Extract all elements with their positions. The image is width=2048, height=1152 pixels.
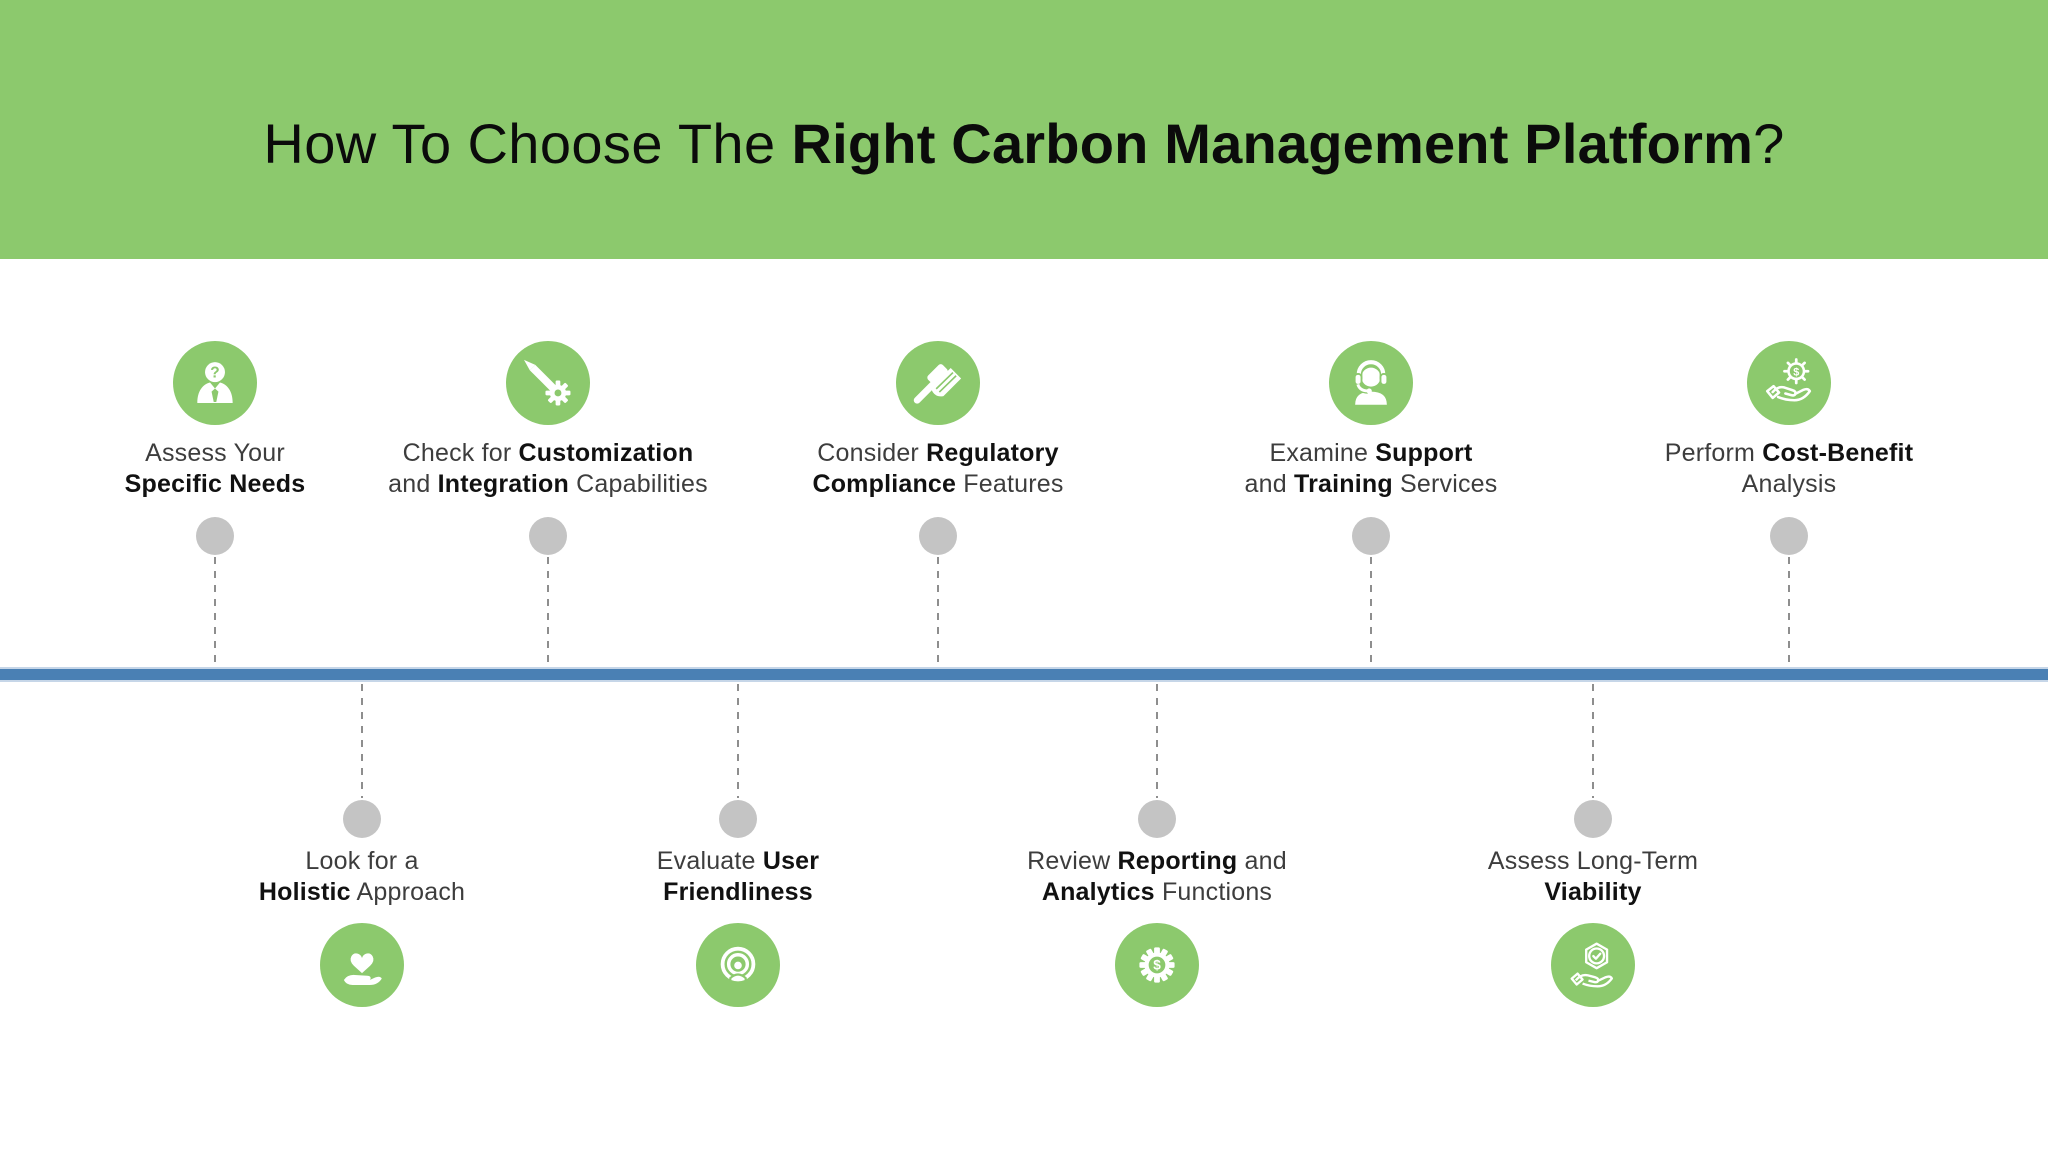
connector-dash (1788, 557, 1790, 667)
support-headset-icon (1329, 341, 1413, 425)
item-label: Consider Regulatory Compliance Features (812, 438, 1063, 500)
label-line-1: Examine Support (1269, 439, 1473, 467)
timeline-line (0, 667, 2048, 682)
connector-dash (1592, 684, 1594, 798)
title-suffix: ? (1753, 112, 1785, 175)
user-target-icon (696, 923, 780, 1007)
label-line-2: Analytics Functions (1041, 878, 1273, 906)
timeline-item-long-term-viability: Assess Long-Term Viability (1403, 846, 1783, 1007)
label-line-1: Consider Regulatory (817, 439, 1059, 467)
connector-dash (547, 557, 549, 667)
timeline-item-support-training: Examine Support and Training Services (1181, 341, 1561, 500)
timeline-item-reporting-analytics: Review Reporting and Analytics Functions (967, 846, 1347, 1007)
connector-dash (737, 684, 739, 798)
connector-dash (1370, 557, 1372, 667)
item-label: Review Reporting and Analytics Functions (1027, 846, 1287, 908)
timeline-item-assess-needs: ? Assess Your Specific Needs (25, 341, 405, 500)
timeline-dot (343, 800, 381, 838)
timeline-dot (1770, 517, 1808, 555)
timeline-item-regulatory-compliance: Consider Regulatory Compliance Features (748, 341, 1128, 500)
gavel-document-icon (896, 341, 980, 425)
label-line-2: Specific Needs (124, 470, 306, 498)
item-label: Look for a Holistic Approach (259, 846, 465, 908)
connector-dash (937, 557, 939, 667)
label-line-1: Perform Cost-Benefit (1664, 439, 1914, 467)
item-label: Assess Long-Term Viability (1488, 846, 1698, 908)
label-line-2: and Integration Capabilities (388, 470, 708, 498)
timeline-dot (719, 800, 757, 838)
timeline-dot (196, 517, 234, 555)
hand-gear-dollar-icon: $ (1747, 341, 1831, 425)
header-banner: How To Choose The Right Carbon Managemen… (0, 0, 2048, 259)
label-line-2: Viability (1544, 878, 1642, 906)
item-label: Assess Your Specific Needs (125, 438, 306, 500)
connector-dash (361, 684, 363, 798)
label-line-1: Look for a (305, 847, 419, 875)
item-label: Check for Customization and Integration … (388, 438, 708, 500)
connector-dash (214, 557, 216, 667)
label-line-1: Check for Customization (402, 439, 694, 467)
label-line-2: and Training Services (1244, 470, 1498, 498)
title-regular-prefix: How To Choose The (263, 112, 792, 175)
label-line-2: Holistic Approach (258, 878, 466, 906)
label-line-2: Compliance Features (812, 470, 1064, 498)
label-line-2: Friendliness (663, 878, 813, 906)
svg-text:?: ? (210, 365, 219, 382)
item-label: Perform Cost-Benefit Analysis (1665, 438, 1913, 500)
label-line-2: Analysis (1741, 470, 1837, 498)
timeline-dot (529, 517, 567, 555)
title-bold-part: Right Carbon Management Platform (791, 112, 1754, 175)
person-question-icon: ? (173, 341, 257, 425)
hand-shield-check-icon (1551, 923, 1635, 1007)
connector-dash (1156, 684, 1158, 798)
timeline-dot (1574, 800, 1612, 838)
timeline-dot (1352, 517, 1390, 555)
timeline-dot (919, 517, 957, 555)
gear-dollar-icon: $ (1115, 923, 1199, 1007)
svg-text:$: $ (1793, 367, 1799, 379)
pencil-gear-icon (506, 341, 590, 425)
item-label: Examine Support and Training Services (1245, 438, 1498, 500)
item-label: Evaluate User Friendliness (657, 846, 819, 908)
timeline-item-user-friendliness: Evaluate User Friendliness (548, 846, 928, 1007)
label-line-1: Assess Long-Term (1487, 847, 1699, 875)
svg-text:$: $ (1153, 958, 1161, 973)
timeline-item-customization: Check for Customization and Integration … (358, 341, 738, 500)
hand-heart-icon (320, 923, 404, 1007)
timeline-item-cost-benefit: $ Perform Cost-Benefit Analysis (1599, 341, 1979, 500)
timeline-dot (1138, 800, 1176, 838)
label-line-1: Review Reporting and (1027, 847, 1287, 875)
label-line-1: Assess Your (145, 439, 285, 467)
label-line-1: Evaluate User (656, 847, 820, 875)
page-title: How To Choose The Right Carbon Managemen… (263, 111, 1784, 176)
timeline-item-holistic-approach: Look for a Holistic Approach (172, 846, 552, 1007)
